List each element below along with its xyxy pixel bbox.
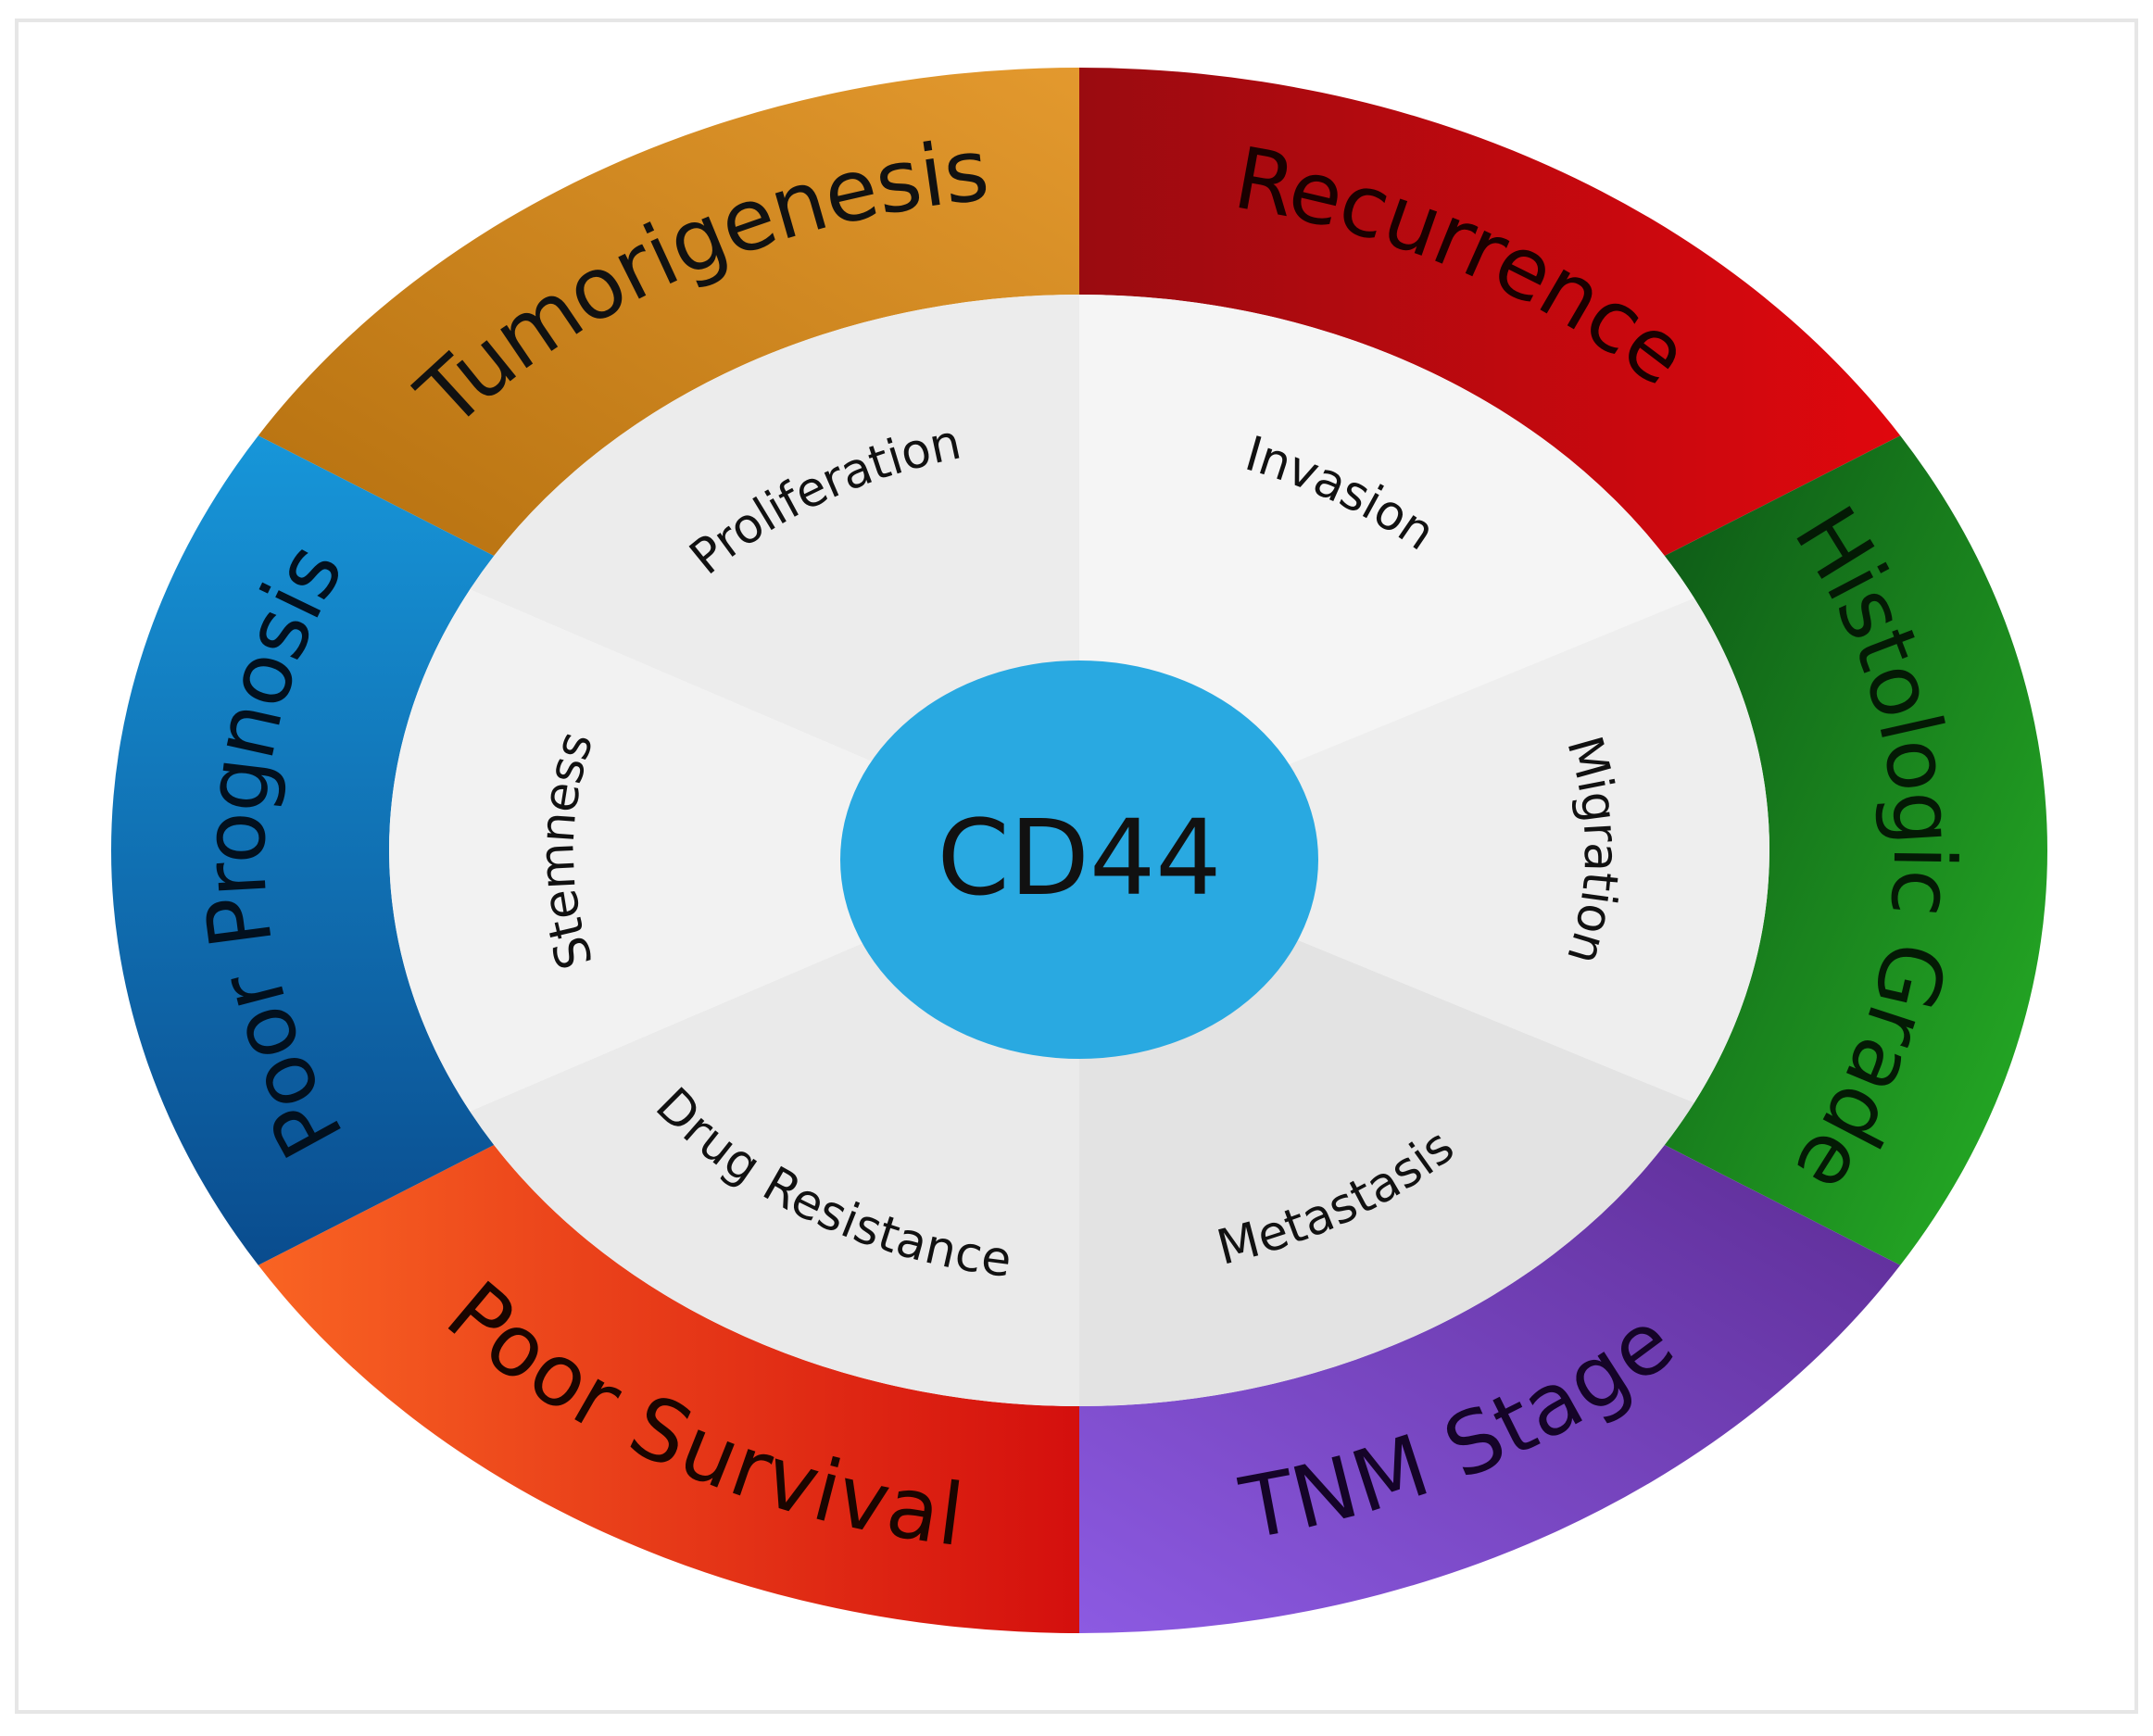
inner-sector-stemness — [388, 589, 1079, 1112]
outer-sector-tumorigenesis — [258, 67, 1079, 557]
outer-sector-tnm-stage — [1079, 1144, 1901, 1633]
outer-sector-recurrence — [1079, 68, 1901, 557]
outer-sector-poor-prognosis — [110, 435, 495, 1265]
center-group: CD44 — [840, 660, 1318, 1059]
center-label: CD44 — [938, 799, 1222, 919]
outer-sector-histologic-grade — [1664, 435, 2047, 1265]
inner-sector-migration — [1079, 598, 1769, 1103]
center-circle — [840, 660, 1318, 1059]
outer-sector-poor-survival — [258, 1144, 1079, 1633]
